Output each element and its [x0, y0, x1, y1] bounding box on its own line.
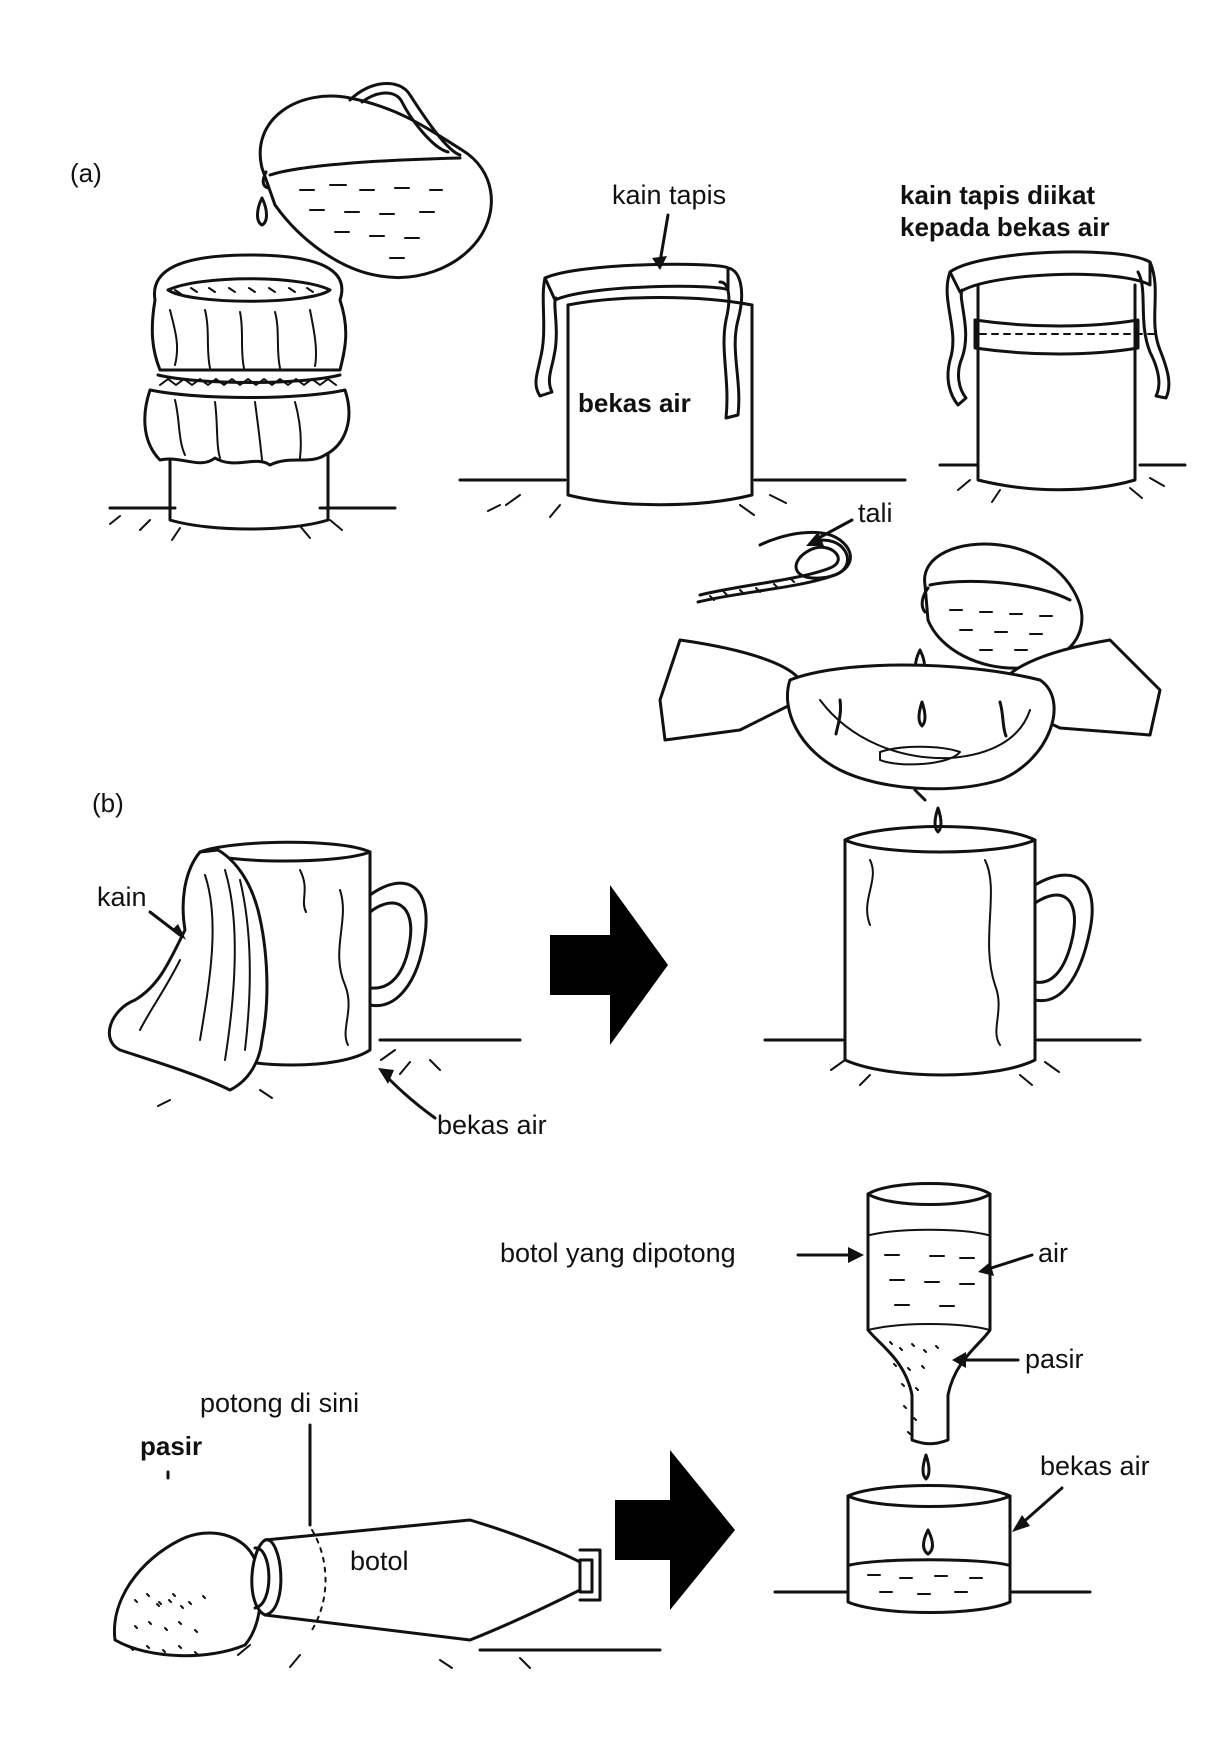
process-arrow-bottom [615, 1450, 735, 1610]
bekas-air-label-top: bekas air [578, 388, 691, 418]
sand-pile [112, 1531, 263, 1658]
rope-tali [696, 530, 852, 604]
botol-label: botol [350, 1546, 409, 1576]
cloth-covered-container [108, 253, 397, 541]
mug-filtered [763, 806, 1142, 1086]
pasir-left-label: pasir [140, 1431, 202, 1461]
kain-tapis-diikat-label-1: kain tapis diikat [900, 180, 1095, 210]
bottle-on-side [237, 1518, 662, 1669]
container-with-cloth-draped [458, 262, 907, 518]
air-label: air [1038, 1238, 1068, 1268]
kain-label: kain [97, 882, 147, 912]
bekas-air-mug-arrowhead [378, 1068, 394, 1084]
botol-yang-dipotong-arrowhead [848, 1247, 864, 1263]
hands-filtering-cloth [658, 542, 1162, 802]
container-cloth-tied [938, 250, 1187, 503]
air-pointer [983, 1253, 1034, 1272]
tali-label: tali [858, 498, 893, 528]
kain-tapis-arrowhead [652, 256, 667, 270]
kain-tapis-label: kain tapis [612, 180, 726, 210]
potong-di-sini-label: potong di sini [200, 1388, 359, 1418]
botol-yang-dipotong-label: botol yang dipotong [500, 1238, 736, 1268]
bekas-air-bottom-pointer [1018, 1486, 1064, 1527]
bottom-container [773, 1453, 1092, 1614]
air-arrowhead [978, 1262, 994, 1276]
section-a-label: (a) [70, 158, 102, 188]
bekas-air-mug-label: bekas air [437, 1110, 547, 1140]
pasir-right-label: pasir [1025, 1344, 1084, 1374]
kain-tapis-pointer [658, 213, 670, 264]
mug-with-cloth [107, 840, 522, 1107]
tali-pointer [813, 518, 854, 542]
process-arrow-top [550, 885, 668, 1045]
bekas-air-bottom-arrowhead [1012, 1515, 1030, 1532]
tali-arrowhead [806, 532, 824, 546]
pasir-right-arrowhead [952, 1352, 966, 1368]
bekas-air-bottom-label: bekas air [1040, 1451, 1150, 1481]
bekas-air-mug-pointer [383, 1073, 437, 1120]
cut-bottle-filter [866, 1182, 992, 1446]
kain-tapis-diikat-label-2: kepada bekas air [900, 212, 1110, 242]
kain-arrowhead [172, 924, 186, 940]
pouring-jug-top [256, 82, 493, 279]
section-b-label: (b) [92, 788, 124, 818]
